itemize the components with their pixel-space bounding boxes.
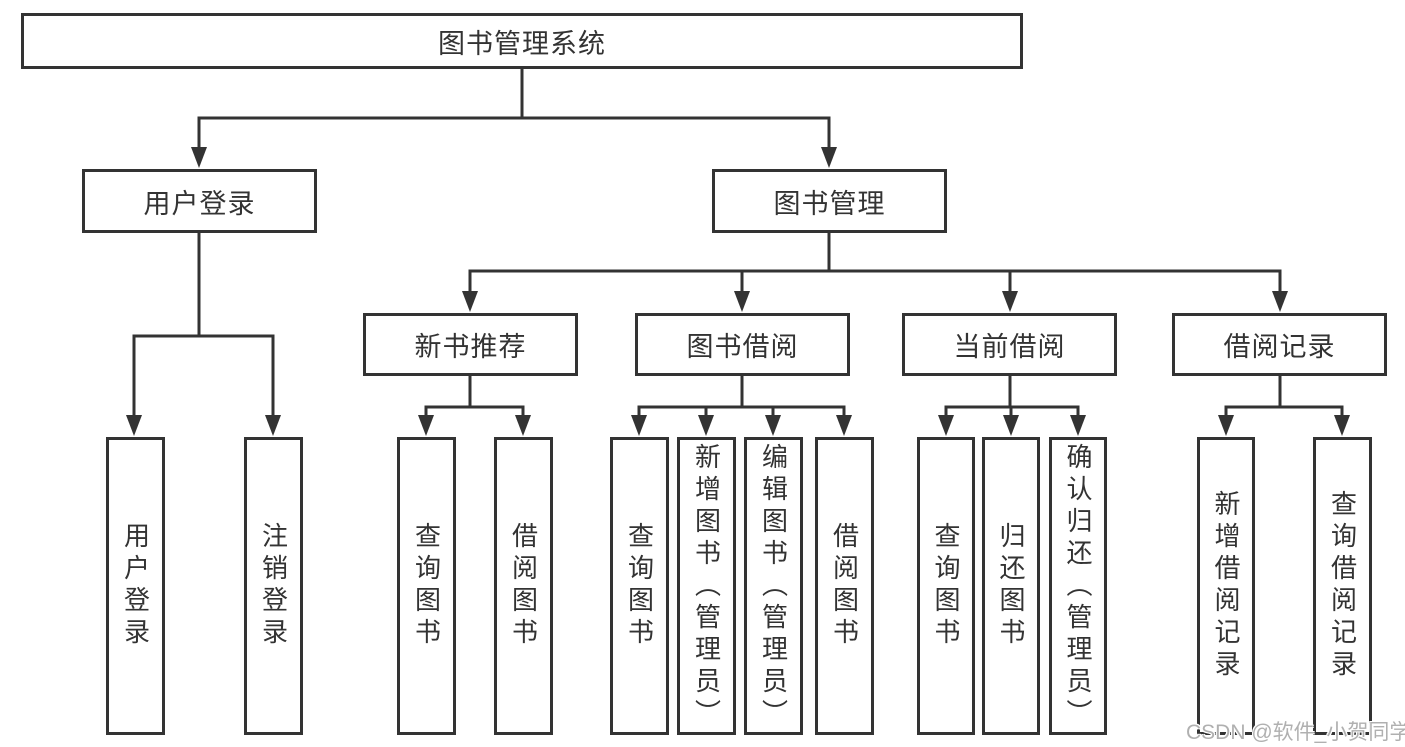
node-label: 注销登录 xyxy=(258,522,289,650)
node-label: 用户登录 xyxy=(143,188,256,219)
node-label: 当前借阅 xyxy=(953,332,1066,362)
node-book-borrowing: 图书借阅 xyxy=(635,313,850,376)
leaf-query-books-current: 查询图书 xyxy=(917,437,975,735)
node-label: 归还图书 xyxy=(996,522,1026,650)
node-label: 图书管理 xyxy=(773,188,886,219)
arrow-down-icon xyxy=(418,415,434,436)
node-borrowing-records: 借阅记录 xyxy=(1172,313,1387,376)
leaf-return-books: 归还图书 xyxy=(982,437,1040,735)
arrow-down-icon xyxy=(1003,415,1019,436)
node-label: 借阅记录 xyxy=(1223,332,1336,362)
watermark: CSDN @软件_小贺同学 xyxy=(1186,721,1405,744)
leaf-user-login: 用户登录 xyxy=(106,437,165,735)
arrow-down-icon xyxy=(126,415,142,436)
node-label: 新增图书（管理员） xyxy=(691,443,722,731)
arrow-down-icon xyxy=(1070,415,1086,436)
node-label: 新增借阅记录 xyxy=(1211,490,1241,682)
arrow-down-icon xyxy=(191,147,207,168)
arrow-down-icon xyxy=(938,415,954,436)
node-label: 查询图书 xyxy=(931,522,961,650)
node-label: 查询图书 xyxy=(411,522,442,650)
arrow-down-icon xyxy=(515,415,531,436)
node-new-book-recommend: 新书推荐 xyxy=(363,313,578,376)
arrow-down-icon xyxy=(1218,415,1234,436)
leaf-confirm-return-admin: 确认归还（管理员） xyxy=(1049,437,1107,735)
arrow-down-icon xyxy=(1334,415,1350,436)
arrow-down-icon xyxy=(821,147,837,168)
arrow-down-icon xyxy=(462,291,478,312)
node-label: 图书管理系统 xyxy=(438,28,606,59)
node-book-management: 图书管理 xyxy=(712,169,947,233)
node-label: 查询借阅记录 xyxy=(1327,490,1358,682)
arrow-down-icon xyxy=(1002,291,1018,312)
leaf-query-books-borrowing: 查询图书 xyxy=(610,437,669,735)
node-user-login: 用户登录 xyxy=(82,169,317,233)
node-label: 确认归还（管理员） xyxy=(1063,443,1093,731)
arrow-down-icon xyxy=(698,415,714,436)
node-root: 图书管理系统 xyxy=(21,13,1023,69)
node-label: 新书推荐 xyxy=(414,332,527,362)
arrow-down-icon xyxy=(1272,291,1288,312)
leaf-borrow-books-recommend: 借阅图书 xyxy=(494,437,553,735)
node-label: 借阅图书 xyxy=(508,522,539,650)
node-label: 查询图书 xyxy=(624,522,655,650)
node-label: 图书借阅 xyxy=(686,332,799,362)
leaf-query-books-recommend: 查询图书 xyxy=(397,437,456,735)
leaf-edit-books-admin: 编辑图书（管理员） xyxy=(744,437,803,735)
node-label: 借阅图书 xyxy=(829,522,860,650)
node-label: 编辑图书（管理员） xyxy=(758,443,789,731)
arrow-down-icon xyxy=(265,415,281,436)
arrow-down-icon xyxy=(734,291,750,312)
node-current-borrowing: 当前借阅 xyxy=(902,313,1117,376)
node-label: 用户登录 xyxy=(120,522,151,650)
arrow-down-icon xyxy=(631,415,647,436)
arrow-down-icon xyxy=(765,415,781,436)
leaf-logout: 注销登录 xyxy=(244,437,303,735)
leaf-add-books-admin: 新增图书（管理员） xyxy=(677,437,736,735)
leaf-add-borrow-record: 新增借阅记录 xyxy=(1197,437,1255,735)
leaf-borrow-books-borrowing: 借阅图书 xyxy=(815,437,874,735)
leaf-query-borrow-record: 查询借阅记录 xyxy=(1313,437,1372,735)
arrow-down-icon xyxy=(836,415,852,436)
